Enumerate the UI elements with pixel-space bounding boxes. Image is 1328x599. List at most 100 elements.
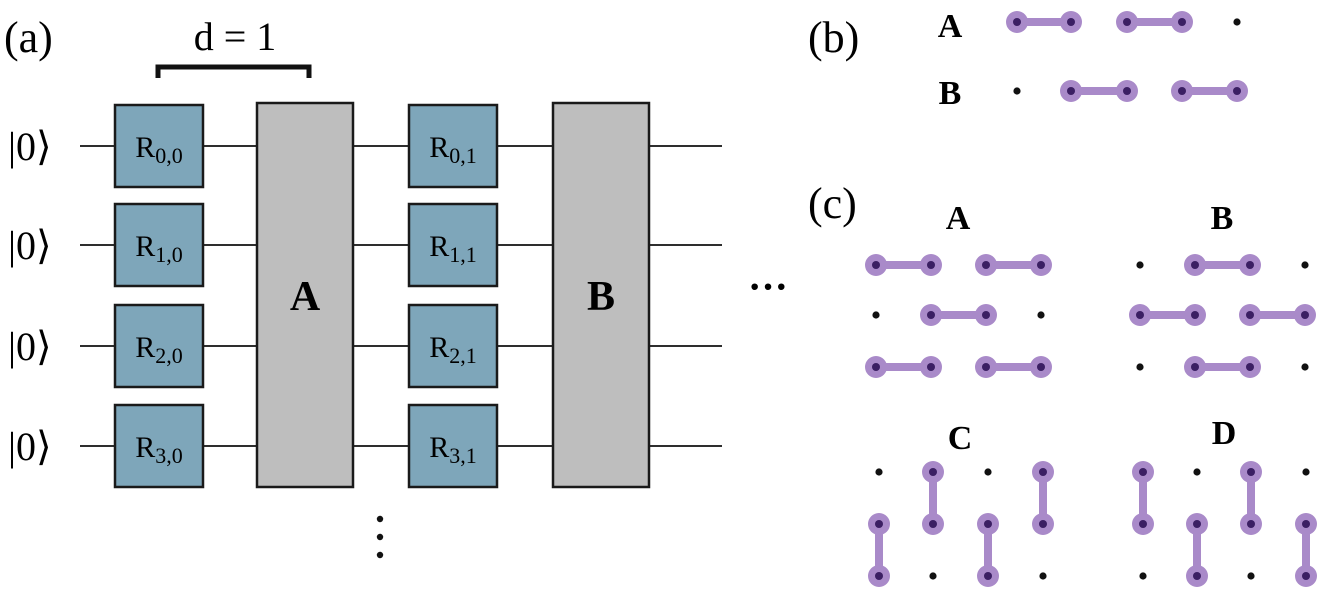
panel-b-couplings: [1006, 11, 1248, 102]
vertical-ellipsis: [376, 515, 384, 559]
entangling-block-b-label: B: [587, 274, 615, 320]
pattern-b-row-a-label: A: [938, 8, 963, 45]
entangling-block-a: [255, 101, 355, 489]
coupling-c-d: [1132, 461, 1154, 535]
coupling-node: [1123, 18, 1131, 26]
pattern-c-b-label: B: [1211, 200, 1234, 237]
qubit-dot: [1247, 572, 1255, 580]
depth-bracket: [155, 64, 312, 78]
coupling-node: [1246, 311, 1254, 319]
rotation-gate-label: R0,1: [429, 131, 477, 168]
qubit-dot: [1136, 261, 1144, 269]
horizontal-ellipsis: ···: [748, 264, 788, 309]
panel-c-couplings: [865, 254, 1317, 587]
coupling-node: [1191, 363, 1199, 371]
coupling-node: [875, 572, 883, 580]
coupling-node: [1302, 520, 1310, 528]
coupling-node: [982, 363, 990, 371]
rotation-gate-0-1: R0,1: [407, 103, 499, 189]
rotation-gate-label: R2,1: [429, 331, 477, 368]
pattern-c-d-label: D: [1212, 415, 1237, 452]
rotation-gate-label: R1,0: [135, 230, 183, 267]
rotation-gate-label: R3,1: [429, 431, 477, 468]
rotation-gate-box: [113, 403, 205, 489]
qubit-dot: [1013, 87, 1021, 95]
coupling-b-b: [1171, 80, 1248, 102]
coupling-node: [1233, 87, 1241, 95]
ket-1: |0⟩: [8, 223, 52, 268]
coupling-c-a: [920, 304, 997, 326]
rotation-layer-0: R0,0R1,0R2,0R3,0: [113, 103, 205, 489]
coupling-node: [1193, 520, 1201, 528]
coupling-c-b: [1184, 254, 1261, 276]
rotation-gate-1-0: R1,0: [113, 202, 205, 288]
coupling-node: [984, 520, 992, 528]
coupling-node: [872, 363, 880, 371]
qubit-dot: [984, 468, 992, 476]
rotation-gate-1-1: R1,1: [407, 202, 499, 288]
panel-b: (b) A B: [808, 8, 1248, 112]
coupling-node: [1136, 311, 1144, 319]
panel-b-label: (b): [808, 13, 859, 62]
coupling-node: [875, 520, 883, 528]
coupling-node: [984, 572, 992, 580]
coupling-c-d: [1295, 513, 1317, 587]
qubit-dot: [1136, 363, 1144, 371]
coupling-b-a: [1116, 11, 1193, 33]
coupling-c-a: [865, 356, 942, 378]
rotation-gate-box: [407, 303, 499, 389]
coupling-node: [1013, 18, 1021, 26]
panel-c-label: (c): [808, 179, 857, 228]
coupling-node: [1067, 87, 1075, 95]
rotation-gate-2-0: R2,0: [113, 303, 205, 389]
qubit-dot: [1302, 468, 1310, 476]
coupling-node: [1191, 261, 1199, 269]
qubit-dot: [1233, 18, 1241, 26]
coupling-node: [872, 261, 880, 269]
qubit-dot: [872, 311, 880, 319]
coupling-node: [1037, 261, 1045, 269]
coupling-c-d: [1240, 461, 1262, 535]
qubit-dot: [1301, 261, 1309, 269]
coupling-node: [1178, 87, 1186, 95]
coupling-node: [929, 468, 937, 476]
coupling-node: [1247, 468, 1255, 476]
coupling-b-b: [1060, 80, 1138, 102]
qubit-dot: [1037, 311, 1045, 319]
coupling-c-c: [977, 513, 999, 587]
coupling-node: [1139, 468, 1147, 476]
coupling-c-a: [865, 254, 942, 276]
coupling-node: [1247, 520, 1255, 528]
qubit-dot: [1039, 572, 1047, 580]
coupling-node: [1246, 261, 1254, 269]
coupling-c-d: [1186, 513, 1208, 587]
coupling-node: [929, 520, 937, 528]
ket-0: |0⟩: [8, 124, 52, 169]
rotation-gate-label: R3,0: [135, 431, 183, 468]
coupling-node: [1246, 363, 1254, 371]
qubit-dot: [875, 468, 883, 476]
coupling-node: [1039, 468, 1047, 476]
coupling-node: [1067, 18, 1075, 26]
rotation-gate-3-0: R3,0: [113, 403, 205, 489]
rotation-layer-1: R0,1R1,1R2,1R3,1: [407, 103, 499, 489]
rotation-gate-box: [113, 303, 205, 389]
coupling-node: [1039, 520, 1047, 528]
coupling-node: [927, 363, 935, 371]
coupling-node: [1191, 311, 1199, 319]
rotation-gate-0-0: R0,0: [113, 103, 205, 189]
coupling-b-a: [1006, 11, 1082, 33]
qubit-dot: [1139, 572, 1147, 580]
coupling-node: [1301, 311, 1309, 319]
rotation-gate-label: R2,0: [135, 331, 183, 368]
rotation-gate-box: [407, 403, 499, 489]
qubit-dot: [1193, 468, 1201, 476]
pattern-c-a-label: A: [946, 200, 971, 237]
pattern-b-row-b-label: B: [939, 75, 962, 112]
coupling-c-c: [922, 461, 944, 535]
ket-3: |0⟩: [8, 424, 52, 469]
rotation-gate-2-1: R2,1: [407, 303, 499, 389]
coupling-node: [927, 261, 935, 269]
